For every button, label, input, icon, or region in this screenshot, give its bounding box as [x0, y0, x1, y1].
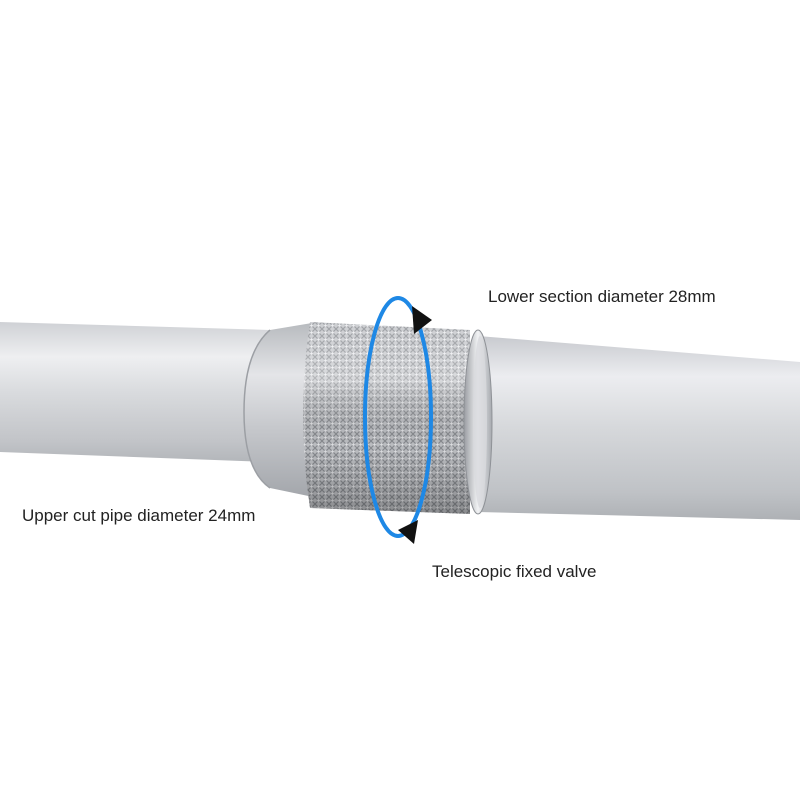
lower-section-label: Lower section diameter 28mm — [488, 287, 716, 306]
upper-pipe — [0, 322, 270, 462]
upper-pipe-label: Upper cut pipe diameter 24mm — [22, 506, 256, 525]
rotation-arrow-icon — [363, 296, 433, 544]
lower-pipe — [478, 336, 800, 520]
valve-label: Telescopic fixed valve — [432, 562, 597, 581]
knurled-sleeve — [303, 322, 470, 514]
valve-collar — [243, 322, 318, 498]
end-ring — [463, 329, 493, 515]
